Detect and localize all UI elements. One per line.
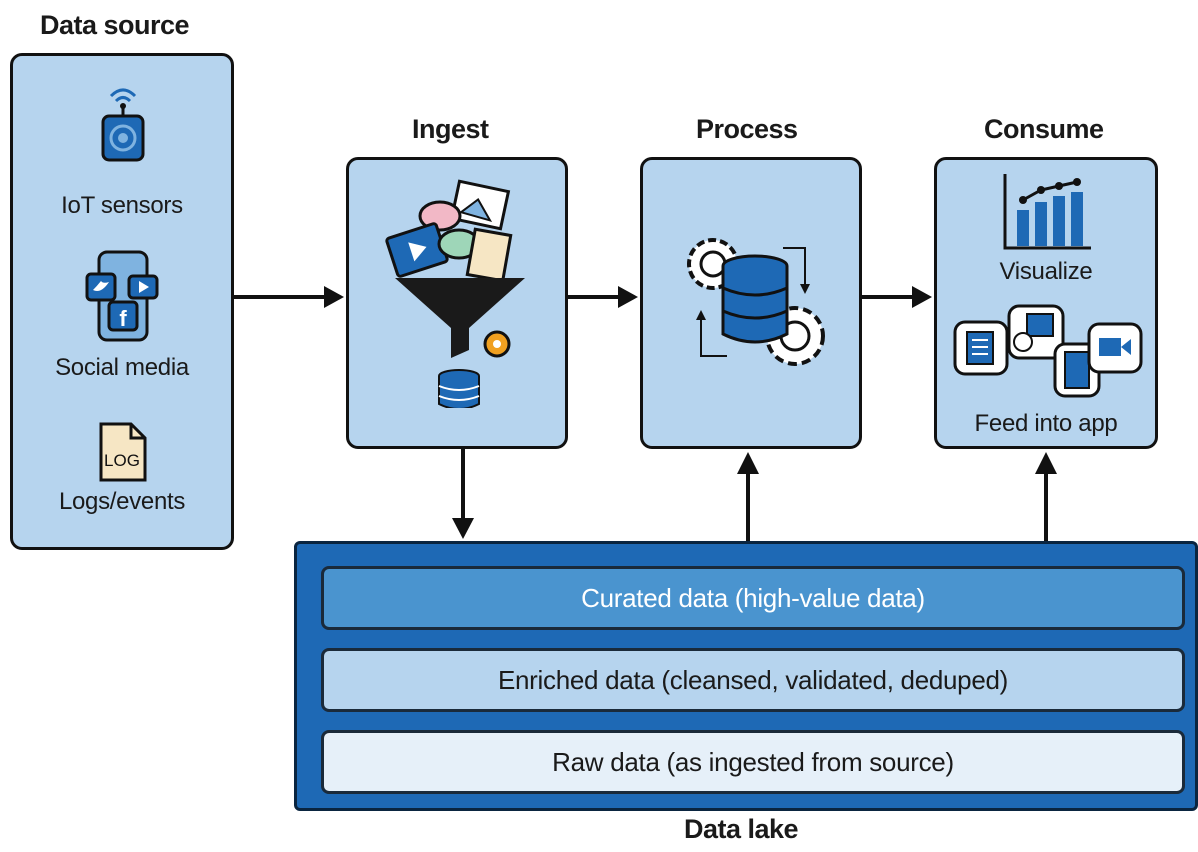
lake-layer-raw-label: Raw data (as ingested from source) <box>552 746 954 777</box>
process-heading: Process <box>696 114 798 144</box>
lake-layer-curated-label: Curated data (high-value data) <box>581 582 925 613</box>
process-panel <box>640 157 862 449</box>
ingest-panel <box>346 157 568 449</box>
lake-layer-curated: Curated data (high-value data) <box>321 566 1185 630</box>
source-label-iot: IoT sensors <box>61 192 183 219</box>
ingest-heading: Ingest <box>412 114 489 144</box>
visualize-chart-icon <box>1003 174 1091 250</box>
arrow-lake-to-process <box>737 452 759 541</box>
lake-layer-raw: Raw data (as ingested from source) <box>321 730 1185 794</box>
consume-label-feed-into-app: Feed into app <box>974 410 1118 437</box>
lake-layer-enriched-label: Enriched data (cleansed, validated, dedu… <box>497 664 1009 695</box>
data-source-panel: IoT sensors f Social media LOG Logs/even… <box>10 53 234 550</box>
ingest-funnel-icon <box>385 179 525 408</box>
data-lake-container: Curated data (high-value data) Enriched … <box>294 541 1198 811</box>
log-icon-text: LOG <box>104 451 140 470</box>
svg-text:f: f <box>119 306 127 331</box>
arrow-process-to-consume <box>862 286 932 308</box>
source-label-social: Social media <box>55 354 189 381</box>
data-lake-heading: Data lake <box>684 814 799 844</box>
arrow-ingest-to-process <box>568 286 638 308</box>
social-media-phone-icon: f <box>85 250 159 342</box>
process-gears-database-icon <box>687 238 825 366</box>
lake-layer-enriched: Enriched data (cleansed, validated, dedu… <box>321 648 1185 712</box>
consume-heading: Consume <box>984 114 1104 144</box>
log-file-icon: LOG <box>99 422 147 482</box>
arrow-lake-to-consume <box>1035 452 1057 541</box>
consume-label-visualize: Visualize <box>999 258 1093 285</box>
data-source-heading: Data source <box>40 10 190 40</box>
source-label-logs: Logs/events <box>58 488 186 515</box>
app-icons-cluster-icon <box>953 304 1143 398</box>
consume-panel: Visualize Feed into app <box>934 157 1158 449</box>
iot-sensor-icon <box>101 88 145 162</box>
arrow-ingest-to-lake <box>452 449 474 539</box>
arrow-source-to-ingest <box>234 286 344 308</box>
